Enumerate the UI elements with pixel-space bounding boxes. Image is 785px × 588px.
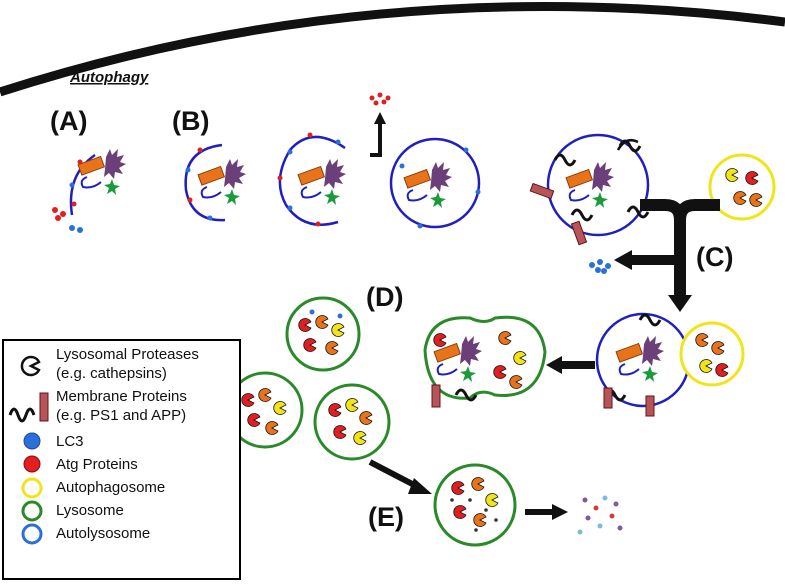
legend-item-lysosome: Lysosome (4, 500, 239, 522)
fusion-arrow-c (589, 199, 720, 312)
legend: Lysosomal Proteases (e.g. cathepsins) Me… (2, 339, 241, 580)
stage-label-a: (A) (50, 106, 87, 136)
legend-item-autophagosome: Autophagosome (4, 477, 239, 499)
blue-ring-icon (21, 523, 43, 545)
legend-item-autolysosome: Autolysosome (4, 523, 239, 545)
legend-label: LC3 (56, 433, 84, 450)
phagophore-a (52, 148, 127, 233)
legend-label: Autophagosome (56, 479, 166, 496)
autophagosome-with-membrane-proteins (529, 133, 650, 246)
yellow-ring-icon (21, 477, 43, 499)
legend-item-membrane-proteins: Membrane Proteins (e.g. PS1 and APP) (4, 387, 239, 427)
legend-item-lc3: LC3 (4, 431, 239, 453)
legend-item-atg: Atg Proteins (4, 454, 239, 476)
phagophore-b2 (277, 132, 347, 227)
stage-label-e: (E) (368, 502, 404, 532)
legend-label-line2: (e.g. cathepsins) (56, 365, 167, 382)
diagram-title: Autophagy (69, 69, 149, 86)
legend-label-line2: (e.g. PS1 and APP) (56, 407, 187, 424)
protease-icon (20, 355, 41, 377)
phagophore-b1 (184, 143, 247, 222)
red-dot-icon (23, 455, 41, 473)
stage-label-c: (C) (696, 242, 733, 272)
legend-label: Atg Proteins (56, 456, 138, 473)
autolysosome-green (423, 315, 547, 408)
membrane-protein-icon (8, 392, 49, 423)
legend-label: Lysosome (56, 502, 124, 519)
legend-item-proteases: Lysosomal Proteases (e.g. cathepsins) (4, 345, 239, 385)
autolysosome-forming (595, 312, 745, 417)
blue-dot-icon (23, 432, 41, 450)
released-proteins-arrow (369, 92, 391, 157)
legend-label-line1: Lysosomal Proteases (56, 346, 199, 363)
degrading-lysosome-e (433, 463, 517, 547)
cell-membrane (0, 1, 785, 97)
lysosome-cluster-d (226, 296, 391, 461)
stage-label-b: (B) (172, 106, 209, 136)
lysosome-yellow-top (708, 153, 776, 221)
legend-label-line1: Membrane Proteins (56, 388, 187, 405)
fusion-arrow-left (546, 356, 595, 374)
green-ring-icon (21, 500, 43, 522)
amino-acid-products (577, 495, 623, 535)
degradation-arrow (368, 459, 432, 494)
stage-label-d: (D) (366, 282, 403, 312)
legend-label: Autolysosome (56, 525, 151, 542)
release-arrow (525, 504, 568, 520)
closed-autophagosome (389, 137, 481, 229)
